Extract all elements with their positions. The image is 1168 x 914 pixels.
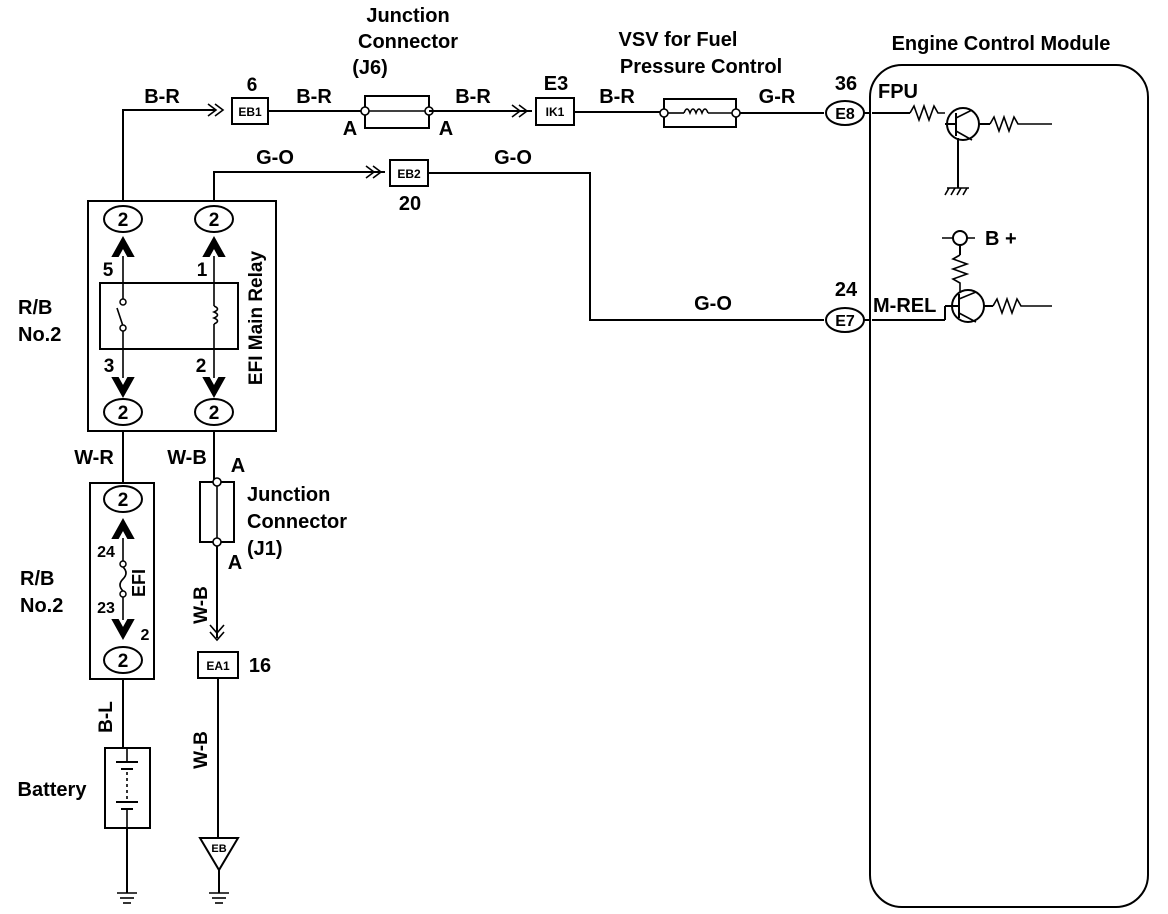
ecm-b-plus: B + <box>985 228 1017 250</box>
relay-block-no: No.2 <box>18 324 61 346</box>
ecm-title: Engine Control Module <box>892 33 1111 55</box>
jc-j6-label-2: Connector <box>358 31 458 53</box>
engine-control-module: Engine Control Module FPU B + M-REL <box>869 33 1149 908</box>
wire-label-wb: W-B <box>167 447 207 469</box>
ground-point-eb-icon <box>198 837 240 872</box>
connector-ea1-id: EA1 <box>206 659 230 673</box>
jc-j6-pin-left: A <box>343 118 357 140</box>
jc-j1-label-1: Junction <box>247 484 330 506</box>
fuse-block-rb: R/B <box>20 568 54 590</box>
connector-eb2-pin: 20 <box>399 193 421 215</box>
fuse-terminal-label: 2 <box>118 490 129 511</box>
wb-ground-circuit: W-B A Junction Connector (J1) A W-B EA1 … <box>167 431 347 904</box>
wire-label-br: B-R <box>296 86 332 108</box>
ecm-pin-fpu: FPU <box>878 81 918 103</box>
connector-e7-id: E7 <box>835 313 855 330</box>
efi-main-relay-label: EFI Main Relay <box>246 251 267 386</box>
fuse-block-no: No.2 <box>20 595 63 617</box>
wire-label-go: G-O <box>256 147 294 169</box>
fuse-pin-24: 24 <box>97 544 115 561</box>
relay-terminal <box>103 398 143 426</box>
relay-pin-1: 1 <box>197 260 208 281</box>
wire-label-br: B-R <box>599 86 635 108</box>
jc-j1-pin-top: A <box>231 455 245 477</box>
ground-point-eb-label: EB <box>211 843 226 855</box>
wire-label-wr: W-R <box>74 447 114 469</box>
connector-ik1-pin: E3 <box>544 73 568 95</box>
jc-j6-label-3: (J6) <box>352 57 388 79</box>
connector-e7-pin: 24 <box>835 279 858 301</box>
jc-j1-label-3: (J1) <box>247 538 283 560</box>
relay-switch-icon <box>116 307 124 327</box>
connector-ik1-id: IK1 <box>546 105 565 119</box>
wire-label-br: B-R <box>455 86 491 108</box>
relay-terminal <box>194 205 234 233</box>
b-plus-terminal-icon <box>952 230 968 246</box>
relay-terminal-label: 2 <box>209 210 220 231</box>
vsv-label-1: VSV for Fuel <box>619 29 738 51</box>
wire-label-go: G-O <box>694 293 732 315</box>
relay-terminal-label: 2 <box>118 210 129 231</box>
connector-eb2-id: EB2 <box>397 167 421 181</box>
efi-main-relay-block: EFI Main Relay 2 2 5 1 3 2 2 2 <box>87 200 277 432</box>
connector-e8-id: E8 <box>835 106 855 123</box>
connector-ea1-pin: 16 <box>249 655 271 677</box>
efi-fuse-label: EFI <box>129 569 149 597</box>
br-circuit: EB1 6 B-R B-R Junction Connector (J6) A … <box>122 5 872 205</box>
battery-label: Battery <box>18 779 88 801</box>
relay-coil-icon <box>211 305 219 325</box>
jc-j1-label-2: Connector <box>247 511 347 533</box>
connector-eb1-pin: 6 <box>247 75 258 96</box>
junction-connector-j6 <box>364 95 430 129</box>
fuse-battery-circuit: W-R 2 24 EFI 23 2 2 R/B No.2 B-L Battery <box>18 431 155 904</box>
relay-pin-3: 3 <box>104 356 115 377</box>
ecm-pin-mrel: M-REL <box>873 295 936 317</box>
jc-j6-pin-right: A <box>439 118 453 140</box>
wire-label-bl: B-L <box>96 701 117 733</box>
wire-label-wb: W-B <box>191 586 212 624</box>
relay-terminal <box>103 205 143 233</box>
vsv-label-2: Pressure Control <box>620 56 782 78</box>
fuse-terminal-label: 2 <box>118 651 129 672</box>
connector-e8-pin: 36 <box>835 73 857 95</box>
connector-eb1 <box>231 97 269 125</box>
efi-fuse-icon <box>119 566 127 592</box>
fuse-pin-2: 2 <box>141 627 150 644</box>
relay-terminal-label: 2 <box>118 403 129 424</box>
relay-pin-2: 2 <box>196 356 207 377</box>
go-circuit: G-O EB2 20 G-O G-O E7 24 <box>213 147 872 333</box>
jc-j6-label-1: Junction <box>366 5 449 27</box>
wire-label-wb: W-B <box>191 731 212 769</box>
relay-block-rb: R/B <box>18 297 52 319</box>
relay-pin-5: 5 <box>103 260 114 281</box>
wire-label-br: B-R <box>144 86 180 108</box>
fuse-pin-23: 23 <box>97 600 115 617</box>
fuse-terminal <box>103 485 143 513</box>
connector-ea1 <box>197 651 239 679</box>
jc-j1-pin-bottom: A <box>228 552 242 574</box>
relay-terminal-label: 2 <box>209 403 220 424</box>
wire-label-go: G-O <box>494 147 532 169</box>
connector-eb1-id: EB1 <box>238 105 262 119</box>
fuse-terminal <box>103 646 143 674</box>
relay-terminal <box>194 398 234 426</box>
wire-label-gr: G-R <box>759 86 796 108</box>
